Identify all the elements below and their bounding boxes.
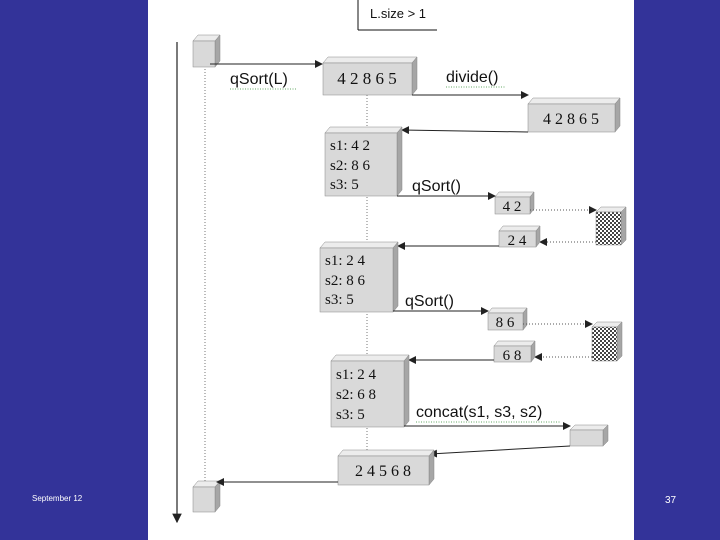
sub2-in-box: 8 6: [487, 307, 528, 331]
concat-return-arrow: [429, 445, 571, 458]
result-box: 2 4 5 6 8: [337, 449, 435, 486]
condition-label: L.size > 1: [370, 6, 426, 21]
state1-s1: s1: 4 2: [330, 138, 370, 154]
divided-box: 4 2 8 6 5: [527, 97, 621, 133]
state3-s2: s2: 6 8: [336, 387, 376, 403]
footer-date: September 12: [32, 494, 83, 503]
qsort1-label: qSort(): [412, 178, 461, 195]
caller-box-top: [192, 34, 221, 68]
recursion-box-1: [595, 206, 627, 246]
recursion-box-2: [591, 321, 623, 362]
input-box-text: 4 2 8 6 5: [337, 69, 397, 88]
state2-s3: s3: 5: [325, 292, 354, 308]
caller-box-bottom: [192, 480, 221, 513]
divide-label: divide(): [446, 69, 498, 86]
sub1-in-text: 4 2: [503, 199, 522, 215]
page-number: 37: [665, 495, 677, 506]
sub2-in-text: 8 6: [496, 315, 515, 331]
state3-s3: s3: 5: [336, 407, 365, 423]
state1-s2: s2: 8 6: [330, 158, 371, 174]
qsort2-label: qSort(): [405, 293, 454, 310]
sub1-out-box: 2 4: [498, 225, 541, 249]
divided-box-text: 4 2 8 6 5: [543, 111, 599, 128]
state2-s2: s2: 8 6: [325, 273, 366, 289]
sub1-in-box: 4 2: [494, 191, 535, 215]
state3-s1: s1: 2 4: [336, 367, 377, 383]
sub2-out-box: 6 8: [493, 340, 536, 364]
sub2-out-text: 6 8: [503, 348, 522, 364]
state-box-3: s1: 2 4 s2: 6 8 s3: 5: [330, 354, 410, 428]
sub1-out-text: 2 4: [508, 233, 527, 249]
input-box: 4 2 8 6 5: [322, 56, 418, 96]
concat-box: [569, 424, 609, 447]
result-box-text: 2 4 5 6 8: [355, 463, 411, 480]
state-box-2: s1: 2 4 s2: 8 6 s3: 5: [319, 241, 399, 313]
state1-s3: s3: 5: [330, 177, 359, 193]
return-state1-arrow: [401, 126, 529, 135]
state-box-1: s1: 4 2 s2: 8 6 s3: 5: [324, 126, 403, 197]
condition-bracket: L.size > 1: [357, 0, 437, 31]
concat-label: concat(s1, s3, s2): [416, 404, 542, 421]
qsort-call-label: qSort(L): [230, 71, 288, 88]
state2-s1: s1: 2 4: [325, 253, 366, 269]
